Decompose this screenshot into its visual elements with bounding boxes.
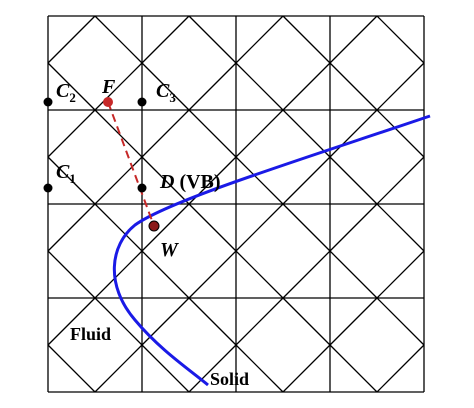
mesh-diagonal	[329, 62, 378, 111]
mesh-diagonal	[282, 203, 331, 252]
mesh-diagonal	[376, 62, 425, 111]
label-f: F	[101, 76, 116, 98]
mesh-diagonal	[94, 297, 143, 346]
solid-fluid-boundary-curve	[112, 114, 431, 387]
mesh-diagonal	[329, 297, 378, 346]
mesh-diagonal	[235, 15, 284, 64]
mesh-diagonal	[235, 250, 284, 299]
mesh-diagonal	[376, 109, 425, 158]
node-c3	[137, 97, 147, 107]
mesh-diagonal	[141, 62, 190, 111]
point-f	[103, 97, 113, 107]
mesh-diagonal	[282, 109, 331, 158]
mesh-diagonal	[376, 344, 425, 393]
mesh-diagonal	[188, 250, 237, 299]
mesh-diagonal	[47, 203, 96, 252]
mesh-diagonal	[282, 250, 331, 299]
mesh-diagonal	[141, 250, 190, 299]
mesh-diagonal	[376, 203, 425, 252]
mesh-diagonal	[47, 62, 96, 111]
mesh-diagonal	[376, 15, 425, 64]
label-w: W	[160, 239, 179, 261]
mesh-diagonal	[282, 344, 331, 393]
mesh-diagonal	[282, 156, 331, 205]
mesh-diagonal	[94, 15, 143, 64]
mesh-diagonal	[329, 109, 378, 158]
mesh-diagonal	[141, 297, 190, 346]
interpolation-dashed-line	[107, 101, 155, 227]
triangular-mesh-grid	[47, 15, 425, 393]
mesh-diagonal	[282, 62, 331, 111]
mesh-diagonal	[329, 156, 378, 205]
mesh-diagonal	[94, 250, 143, 299]
node-c1	[43, 183, 53, 193]
label-c2: C2	[56, 80, 76, 105]
mesh-diagonal	[329, 250, 378, 299]
mesh-diagonal	[47, 156, 96, 205]
label-solid: Solid	[210, 369, 249, 389]
mesh-diagonal	[282, 297, 331, 346]
label-c1: C1	[56, 161, 76, 186]
mesh-diagonal	[141, 15, 190, 64]
mesh-diagonal	[235, 62, 284, 111]
mesh-diagonal	[188, 203, 237, 252]
mesh-diagonal	[282, 15, 331, 64]
label-fluid: Fluid	[70, 324, 111, 344]
mesh-diagonal	[235, 156, 284, 205]
mesh-diagonal	[47, 250, 96, 299]
mesh-diagonal	[329, 15, 378, 64]
mesh-diagonal	[141, 156, 190, 205]
mesh-diagonal	[94, 344, 143, 393]
mesh-diagonal	[376, 297, 425, 346]
mesh-diagonal	[329, 203, 378, 252]
mesh-diagonal	[47, 109, 96, 158]
mesh-diagonal	[141, 203, 190, 252]
mesh-diagonal	[141, 109, 190, 158]
point-w	[148, 220, 160, 232]
label-c3: C3	[156, 80, 176, 105]
mesh-diagonal	[329, 344, 378, 393]
mesh-diagonal	[235, 109, 284, 158]
mesh-diagonal	[141, 344, 190, 393]
mesh-diagonal	[376, 156, 425, 205]
label-d-vb: D (VB)	[159, 171, 221, 193]
node-d	[137, 183, 147, 193]
mesh-diagonal	[188, 62, 237, 111]
mesh-diagonal	[94, 203, 143, 252]
mesh-diagonal	[235, 344, 284, 393]
mesh-diagonal	[94, 156, 143, 205]
mesh-diagonal	[94, 109, 143, 158]
mesh-diagonal	[188, 344, 237, 393]
mesh-diagonal	[235, 203, 284, 252]
mesh-diagonal	[235, 297, 284, 346]
mesh-diagonal	[188, 297, 237, 346]
mesh-diagonal	[47, 297, 96, 346]
mesh-diagonal	[188, 109, 237, 158]
mesh-diagonal	[47, 15, 96, 64]
node-c2	[43, 97, 53, 107]
mesh-diagonal	[188, 15, 237, 64]
mesh-diagonal	[94, 62, 143, 111]
mesh-diagonal	[47, 344, 96, 393]
mesh-diagonal	[376, 250, 425, 299]
